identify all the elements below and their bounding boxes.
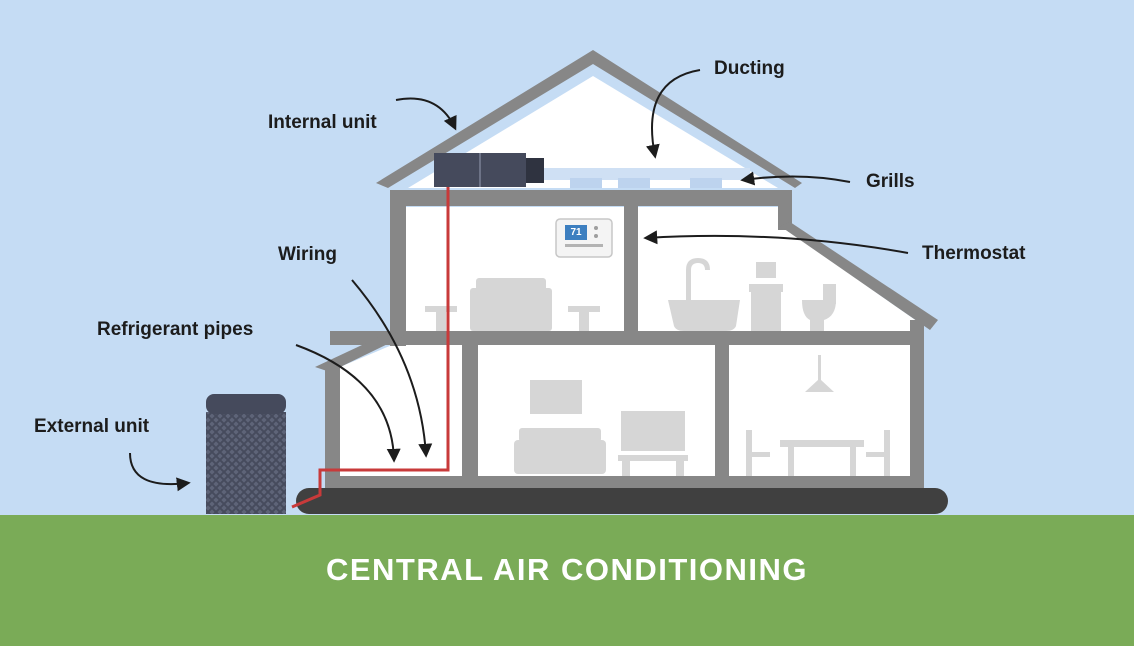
thermostat-label: Thermostat: [922, 243, 1026, 264]
tv-stand-leg-r: [676, 461, 684, 476]
internal-unit-outlet: [526, 158, 544, 183]
refrigerant-pipes-arrow: [295, 344, 401, 463]
grill-2: [618, 178, 650, 188]
faucet: [686, 258, 710, 300]
ducting-arrow: [645, 69, 701, 159]
grills-arrow: [740, 171, 851, 186]
attic-floor: [390, 190, 792, 206]
thermostat-reading: 71: [570, 227, 582, 238]
pendant-lamp: [805, 355, 834, 392]
sink-basin: [749, 284, 783, 292]
grill-1: [570, 178, 602, 188]
ground: [0, 515, 1134, 646]
dining-chair-left-seat: [746, 452, 770, 457]
internal-unit-arrow: [395, 97, 457, 131]
upper-right-stub: [778, 190, 792, 230]
bed-headboard: [476, 278, 546, 292]
external-unit-body: [206, 412, 286, 514]
nightstand-right-leg: [579, 312, 589, 331]
grill-3: [690, 178, 722, 188]
nightstand-left-leg: [436, 312, 446, 331]
external-unit-arrow: [129, 452, 191, 492]
thermostat-screen: [565, 225, 587, 240]
internal-unit-divider: [479, 153, 481, 187]
bed: [470, 288, 552, 331]
bathtub: [668, 300, 740, 331]
mirror: [756, 262, 776, 278]
furniture: [425, 258, 890, 476]
lower-wall-1: [462, 345, 478, 480]
upper-left-wall: [390, 190, 406, 346]
diagram-title: CENTRAL AIR CONDITIONING: [325, 552, 809, 587]
nightstand-left: [425, 306, 457, 312]
ducting-label: Ducting: [714, 58, 785, 79]
left-roof: [315, 331, 404, 372]
wiring-label: Wiring: [278, 244, 337, 265]
second-floor: [330, 331, 924, 345]
nightstand-right: [568, 306, 600, 312]
thermostat-arrow: [643, 230, 909, 254]
lower-left-wall: [325, 364, 340, 492]
toilet: [802, 300, 836, 331]
refrigerant-pipe-line: [291, 187, 450, 509]
sofa-back: [519, 428, 601, 442]
dining-table-leg-r: [850, 447, 856, 476]
right-slope-roof: [780, 222, 938, 330]
lower-right-wall: [910, 345, 924, 480]
toilet-tank: [823, 284, 836, 304]
grills-label: Grills: [866, 171, 915, 192]
tv-stand-leg-l: [622, 461, 630, 476]
sink-cabinet: [751, 292, 781, 331]
ground-floor: [325, 476, 924, 490]
utility-room-interior: [340, 345, 462, 476]
tv-stand: [618, 455, 688, 461]
dining-table: [780, 440, 864, 447]
thermostat-bottom-bar: [565, 244, 603, 247]
lower-wall-2: [715, 345, 729, 480]
wiring-arrow: [351, 279, 433, 458]
dining-table-leg-l: [788, 447, 794, 476]
thermostat-button-1: [594, 226, 598, 230]
internal-unit-label: Internal unit: [268, 112, 377, 133]
wall-picture: [530, 380, 582, 414]
sofa-base: [514, 440, 606, 474]
thermostat-button-2: [594, 234, 598, 238]
upper-middle-wall: [624, 206, 638, 331]
ducting: [540, 168, 750, 180]
foundation: [296, 488, 948, 514]
dining-chair-right-seat: [866, 452, 890, 457]
refrigerant-pipes-label: Refrigerant pipes: [97, 319, 254, 340]
tv-screen: [621, 411, 685, 451]
external-unit-top: [206, 394, 286, 414]
external-unit-label: External unit: [34, 416, 150, 437]
